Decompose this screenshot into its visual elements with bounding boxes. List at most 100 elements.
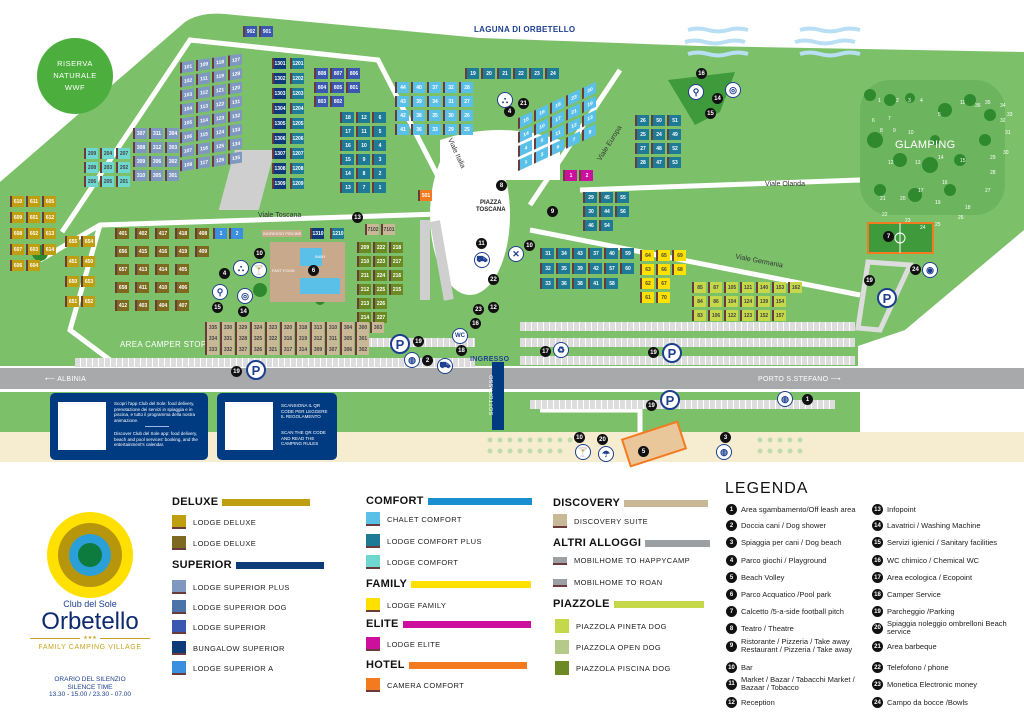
lot-135[interactable]: 135: [228, 151, 242, 165]
lot-807[interactable]: 807: [330, 68, 344, 79]
lot-335[interactable]: 335: [205, 322, 219, 333]
app-qr-panel[interactable]: Scopri l'app Club del Sole: food deliver…: [50, 393, 208, 460]
washing-machine-icon[interactable]: ◎: [237, 288, 253, 304]
lot-805[interactable]: 805: [330, 82, 344, 93]
lot-202[interactable]: 202: [116, 162, 130, 173]
chemical-wc-icon[interactable]: WC: [452, 328, 468, 344]
lot-15[interactable]: 15: [340, 154, 354, 165]
lot-217[interactable]: 217: [389, 256, 403, 267]
lot-1304[interactable]: 1304: [272, 103, 286, 114]
lot-132[interactable]: 132: [228, 109, 242, 123]
lot-416[interactable]: 416: [155, 246, 169, 257]
lot-210[interactable]: 210: [357, 256, 371, 267]
lot-126[interactable]: 126: [212, 153, 226, 167]
lot-44[interactable]: 44: [599, 206, 613, 217]
marker[interactable]: 4: [219, 268, 230, 279]
lot-331[interactable]: 331: [220, 333, 234, 344]
lot-610[interactable]: 610: [10, 196, 24, 207]
marker[interactable]: 21: [518, 98, 529, 109]
lot-302[interactable]: 302: [165, 156, 179, 167]
lot-1206[interactable]: 1206: [290, 133, 304, 144]
lot-652[interactable]: 652: [81, 296, 95, 307]
lot-314[interactable]: 314: [295, 344, 309, 355]
lot-303[interactable]: 303: [370, 322, 384, 333]
lot-28[interactable]: 28: [459, 82, 473, 93]
lot-330[interactable]: 330: [220, 322, 234, 333]
lot-318[interactable]: 318: [295, 322, 309, 333]
rules-qr-panel[interactable]: SCANSIONA IL QR CODE PER LEGGERE IL REGO…: [217, 393, 337, 460]
bowls-icon[interactable]: ◉: [922, 262, 938, 278]
lot-57[interactable]: 57: [604, 263, 618, 274]
camper-service-icon[interactable]: ⛟: [437, 358, 453, 374]
lot-64[interactable]: 64: [640, 250, 654, 261]
lot-1[interactable]: 1: [372, 182, 386, 193]
lot-83[interactable]: 83: [692, 310, 706, 321]
lot-63[interactable]: 63: [640, 264, 654, 275]
lot-17[interactable]: 17: [340, 126, 354, 137]
lot-407[interactable]: 407: [175, 300, 189, 311]
lot-324[interactable]: 324: [250, 322, 264, 333]
lot-311[interactable]: 311: [149, 128, 163, 139]
lot-53[interactable]: 53: [667, 157, 681, 168]
lot-37[interactable]: 37: [427, 82, 441, 93]
lot-1306[interactable]: 1306: [272, 133, 286, 144]
market-cart-icon[interactable]: ⛟: [474, 252, 490, 268]
lot-31[interactable]: 31: [443, 96, 457, 107]
lot-42[interactable]: 42: [395, 110, 409, 121]
lot-603[interactable]: 603: [26, 244, 40, 255]
lot-127[interactable]: 127: [228, 53, 242, 67]
lot-24[interactable]: 24: [545, 68, 559, 79]
marker[interactable]: 19: [648, 347, 659, 358]
lot-20[interactable]: 20: [481, 68, 495, 79]
lot-410[interactable]: 410: [155, 282, 169, 293]
lot-606[interactable]: 606: [10, 260, 24, 271]
lot-9[interactable]: 9: [356, 154, 370, 165]
lot-1302[interactable]: 1302: [272, 73, 286, 84]
lot-651[interactable]: 651: [65, 296, 79, 307]
lot-27[interactable]: 27: [635, 143, 649, 154]
lot-113[interactable]: 113: [196, 100, 210, 114]
marker[interactable]: 20: [597, 434, 608, 445]
lot-302[interactable]: 302: [355, 344, 369, 355]
marker[interactable]: 15: [705, 108, 716, 119]
lot-801[interactable]: 801: [346, 82, 360, 93]
lot-115[interactable]: 115: [196, 128, 210, 142]
lot-41[interactable]: 41: [588, 278, 602, 289]
lot-107[interactable]: 107: [180, 144, 194, 158]
marker[interactable]: 17: [540, 346, 551, 357]
lot-152[interactable]: 152: [756, 310, 770, 321]
lot-3[interactable]: 3: [372, 154, 386, 165]
lot-2[interactable]: 2: [372, 168, 386, 179]
lot-408[interactable]: 408: [195, 228, 209, 239]
lot-322[interactable]: 322: [265, 333, 279, 344]
lot-21[interactable]: 21: [497, 68, 511, 79]
lot-225[interactable]: 225: [373, 284, 387, 295]
lot-1308[interactable]: 1308: [272, 163, 286, 174]
lot-304[interactable]: 304: [340, 322, 354, 333]
lot-310[interactable]: 310: [133, 170, 147, 181]
lot-123[interactable]: 123: [212, 111, 226, 125]
lot-403[interactable]: 403: [135, 300, 149, 311]
lot-207[interactable]: 207: [116, 148, 130, 159]
lot-614[interactable]: 614: [42, 244, 56, 255]
lot-39[interactable]: 39: [411, 96, 425, 107]
lot-1203[interactable]: 1203: [290, 88, 304, 99]
marker[interactable]: 19: [646, 400, 657, 411]
lot-802[interactable]: 802: [330, 96, 344, 107]
marker[interactable]: 19: [864, 275, 875, 286]
parking-icon[interactable]: P: [390, 334, 410, 354]
marker[interactable]: 10: [524, 240, 535, 251]
lot-19[interactable]: 19: [465, 68, 479, 79]
lot-212[interactable]: 212: [357, 284, 371, 295]
lot-222[interactable]: 222: [373, 242, 387, 253]
lot-450[interactable]: 450: [81, 256, 95, 267]
lot-122[interactable]: 122: [212, 97, 226, 111]
marker[interactable]: 22: [488, 274, 499, 285]
lot-153[interactable]: 153: [772, 282, 786, 293]
lot-418[interactable]: 418: [175, 228, 189, 239]
lot-1309[interactable]: 1309: [272, 178, 286, 189]
parking-icon[interactable]: P: [877, 288, 897, 308]
lot-205[interactable]: 205: [100, 176, 114, 187]
lot-211[interactable]: 211: [357, 270, 371, 281]
lot-658[interactable]: 658: [115, 282, 129, 293]
